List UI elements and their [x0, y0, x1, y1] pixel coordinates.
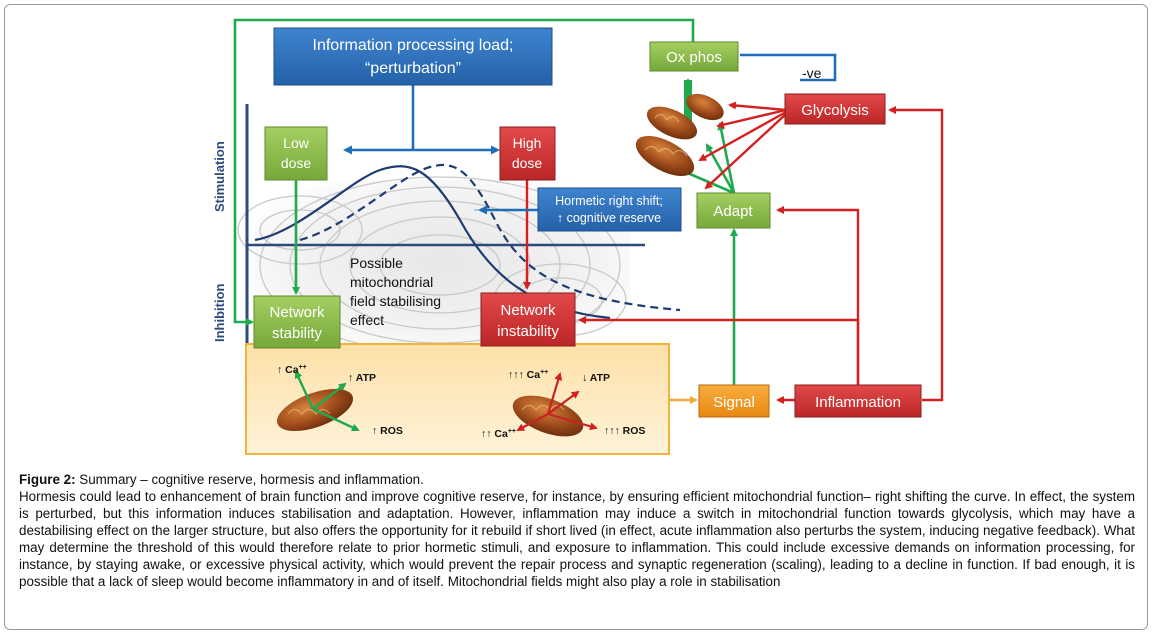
label-right-atp: ↓ ATP — [582, 372, 610, 384]
label-right-ros: ↑↑↑ ROS — [604, 425, 645, 437]
field-text-line3: field stabilising — [350, 293, 441, 309]
label-right-ca-bottom: ↑↑ Ca++ — [481, 428, 516, 440]
negative-feedback-label: -ve — [802, 65, 822, 81]
inflammation-box: Inflammation — [794, 384, 922, 418]
adapt-label: Adapt — [713, 203, 753, 220]
network-stability-box: Network stability — [253, 295, 341, 349]
figure-frame — [4, 4, 1148, 630]
field-text-line2: mitochondrial — [350, 274, 433, 290]
inflammation-label: Inflammation — [815, 394, 901, 411]
info-load-line1: Information processing load; — [313, 37, 514, 54]
info-load-line2: “perturbation” — [365, 60, 461, 77]
high-dose-box: High dose — [499, 126, 556, 181]
network-instability-line1: Network — [500, 302, 556, 319]
axis-label-inhibition: Inhibition — [212, 283, 227, 342]
glycolysis-label: Glycolysis — [801, 102, 869, 119]
network-stability-line1: Network — [269, 304, 325, 321]
panel-arrows-left — [294, 370, 360, 432]
mitochondria-icon-top — [635, 93, 724, 177]
network-stability-line2: stability — [272, 325, 323, 342]
axis-label-stimulation: Stimulation — [212, 141, 227, 212]
figure-body: Hormesis could lead to enhancement of br… — [19, 489, 1135, 589]
low-dose-line1: Low — [283, 135, 310, 151]
figure-label: Figure 2: — [19, 472, 76, 487]
low-dose-box: Low dose — [264, 126, 328, 181]
field-text-line4: effect — [350, 312, 384, 328]
network-instability-box: Network instability — [480, 292, 576, 347]
hormetic-line1: Hormetic right shift; — [555, 194, 663, 208]
adapt-box: Adapt — [696, 192, 771, 229]
low-dose-line2: dose — [281, 155, 312, 171]
mitochondria-icon-right — [512, 395, 584, 437]
label-left-atp: ↑ ATP — [348, 372, 376, 384]
high-dose-line2: dose — [512, 155, 543, 171]
figure-caption: Figure 2: Summary – cognitive reserve, h… — [19, 471, 1135, 590]
field-text-line1: Possible — [350, 255, 403, 271]
signal-box: Signal — [698, 384, 770, 418]
signal-label: Signal — [713, 394, 755, 411]
label-left-ca: ↑ Ca++ — [277, 364, 307, 376]
diagram: Stimulation Inhibition — [212, 18, 944, 455]
ox-phos-box: Ox phos — [649, 41, 739, 72]
red-connectors — [523, 101, 944, 404]
green-connectors — [233, 18, 738, 385]
figure-title: Summary – cognitive reserve, hormesis an… — [75, 472, 424, 487]
hormetic-curve-dashed — [299, 163, 681, 312]
label-right-ca-top: ↑↑↑ Ca++ — [508, 369, 548, 381]
plot-axes — [245, 104, 645, 345]
glycolysis-box: Glycolysis — [784, 93, 886, 125]
high-dose-line1: High — [513, 135, 542, 151]
hormetic-line2: ↑ cognitive reserve — [557, 211, 661, 225]
info-load-box: Information processing load; “perturbati… — [273, 27, 553, 86]
panel-arrows-right — [516, 372, 598, 431]
label-left-ros: ↑ ROS — [372, 425, 403, 437]
hormetic-shift-box: Hormetic right shift; ↑ cognitive reserv… — [537, 187, 682, 232]
ox-phos-label: Ox phos — [666, 49, 722, 66]
network-instability-line2: instability — [497, 323, 559, 340]
